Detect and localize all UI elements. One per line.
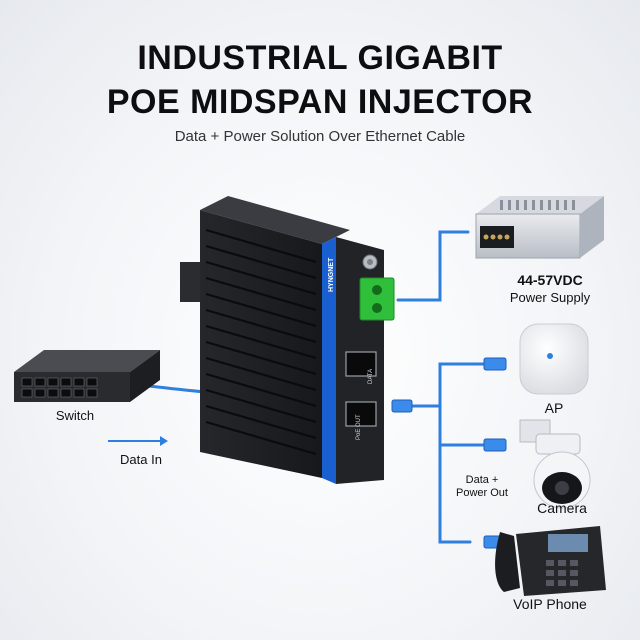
device-poe-port-label: PoE OUT [356, 414, 362, 440]
phone-icon [495, 526, 606, 596]
poe-out-cable-trunk [398, 404, 472, 544]
device-data-port-label: DATA [368, 369, 374, 384]
device-brand-label: HYNGNET [328, 257, 335, 292]
camera-label: Camera [537, 500, 587, 516]
switch-icon [14, 350, 160, 402]
power-cable [396, 230, 470, 302]
poe-injector-device [180, 196, 395, 484]
page-subtitle: Data + Power Solution Over Ethernet Cabl… [174, 128, 466, 145]
switch-label: Switch [55, 408, 95, 423]
data-in-label: Data In [120, 452, 162, 467]
voip-phone-label: VoIP Phone [513, 596, 587, 612]
data-power-out-label-line-1: Data + [465, 474, 499, 486]
power-voltage-label: 44-57VDC [517, 272, 583, 288]
page-title-line-1: INDUSTRIAL GIGABIT [137, 39, 503, 77]
camera-icon [519, 419, 591, 509]
ap-label: AP [544, 400, 564, 416]
power-supply-label: Power Supply [509, 290, 591, 305]
poe-out-cable-ap [438, 362, 490, 408]
data-power-out-label-line-2: Power Out [456, 487, 508, 499]
access-point-icon [519, 323, 589, 395]
arrow-right-icon [108, 436, 168, 446]
power-supply-icon [475, 196, 604, 259]
page-title-line-2: POE MIDSPAN INJECTOR [106, 83, 534, 121]
